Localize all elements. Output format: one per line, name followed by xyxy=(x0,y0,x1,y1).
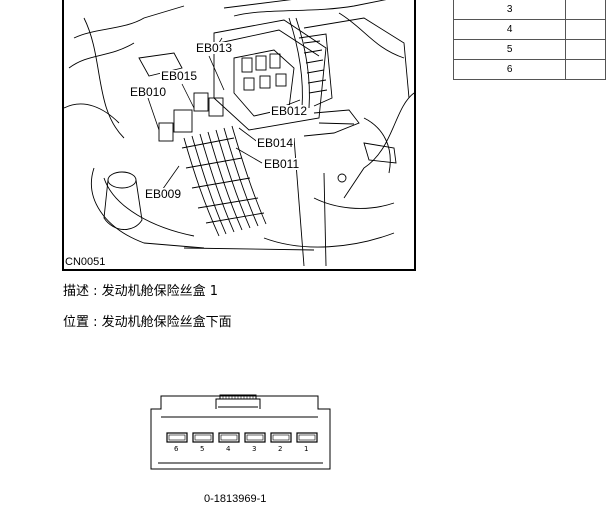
pin-value-cell xyxy=(565,0,606,20)
connector-pin-label: 6 xyxy=(174,445,179,453)
callout-eb009: EB009 xyxy=(144,187,183,201)
pin-number-cell: 5 xyxy=(452,39,567,60)
pin-value-cell xyxy=(565,59,606,80)
pin-value-cell xyxy=(565,19,606,40)
connector-pin-label: 4 xyxy=(226,445,231,453)
description-text: 描述 : 发动机舱保险丝盒 1 xyxy=(63,284,219,299)
pin-number-cell: 4 xyxy=(452,19,567,40)
callout-eb013: EB013 xyxy=(195,41,234,55)
connector-pin-label: 1 xyxy=(304,445,309,453)
engine-bay-illustration: EB013 EB015 EB010 EB012 EB014 EB011 EB00… xyxy=(62,0,416,271)
pin-number-cell: 3 xyxy=(452,0,567,20)
callout-eb010: EB010 xyxy=(129,85,168,99)
location-text: 位置 : 发动机舱保险丝盒下面 xyxy=(63,315,232,330)
pin-table: 3 4 5 6 xyxy=(452,0,606,80)
connector-face-diagram: 6 5 4 3 2 1 xyxy=(148,393,333,475)
callout-eb012: EB012 xyxy=(270,104,309,118)
callout-eb015: EB015 xyxy=(160,69,199,83)
connector-pin-label: 3 xyxy=(252,445,257,453)
connector-outline xyxy=(150,394,331,470)
callout-eb014: EB014 xyxy=(256,136,295,150)
table-row: 3 xyxy=(452,0,606,20)
connector-pin-label: 2 xyxy=(278,445,283,453)
pin-number-cell: 6 xyxy=(452,59,567,80)
pin-value-cell xyxy=(565,39,606,60)
table-row: 6 xyxy=(452,59,606,80)
figure-code: CN0051 xyxy=(65,256,106,268)
connector-part-number: 0-1813969-1 xyxy=(204,493,267,505)
table-row: 4 xyxy=(452,19,606,40)
connector-pin-label: 5 xyxy=(200,445,205,453)
table-row: 5 xyxy=(452,39,606,60)
engine-bay-line-drawing xyxy=(64,0,415,267)
callout-eb011: EB011 xyxy=(263,157,301,171)
